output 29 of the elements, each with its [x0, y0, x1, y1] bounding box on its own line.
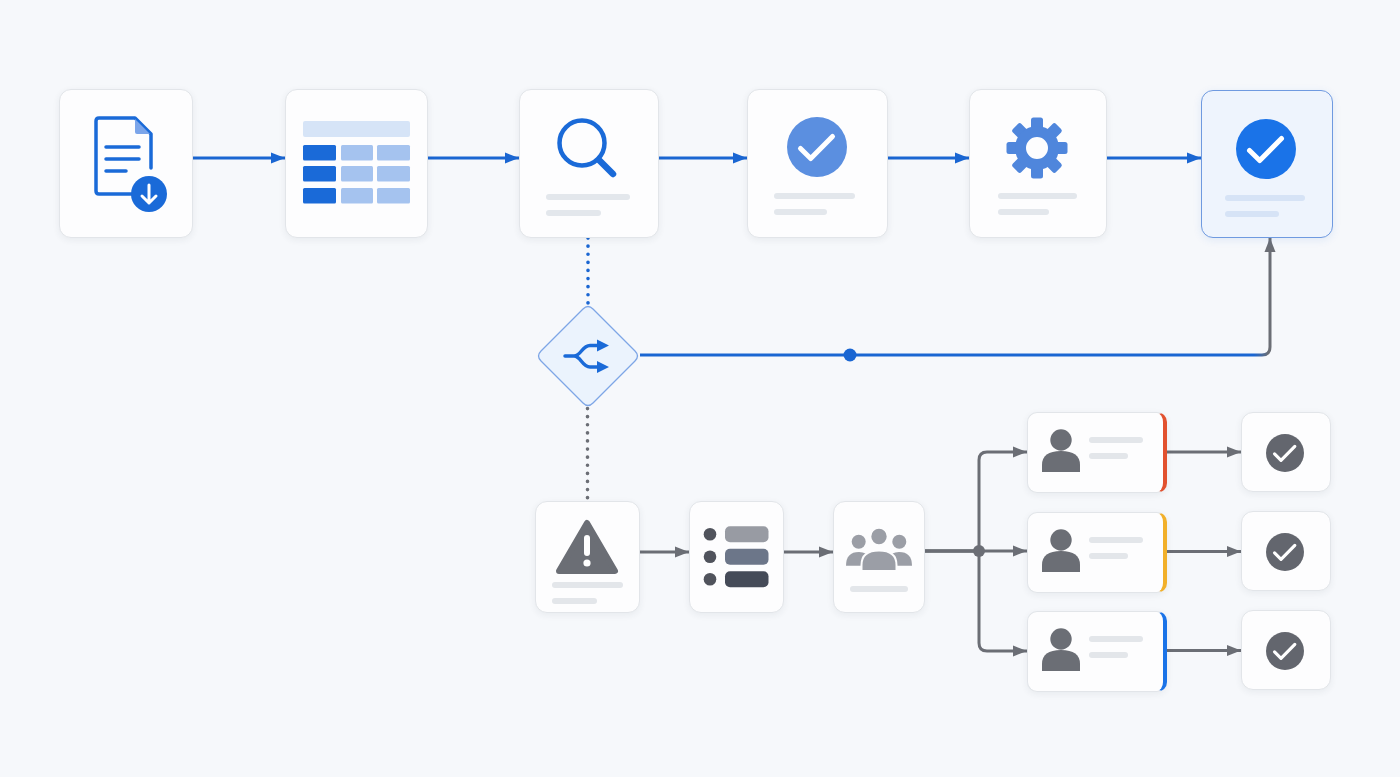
arrow [428, 152, 519, 164]
dotted-line [586, 236, 590, 305]
arrow [784, 546, 833, 558]
person-card [1027, 611, 1167, 692]
process-box [969, 89, 1107, 238]
arrow [925, 549, 1027, 657]
person-card [1027, 512, 1167, 593]
arrow [640, 238, 1276, 357]
result-box [1241, 511, 1331, 591]
process-box [1201, 90, 1333, 238]
arrow [888, 152, 969, 164]
arrow [1167, 546, 1241, 557]
result-box [1241, 610, 1331, 690]
process-box [519, 89, 659, 238]
process-box [535, 501, 640, 613]
arrow [1107, 152, 1201, 164]
result-box [1241, 412, 1331, 492]
process-box [59, 89, 193, 238]
process-box [833, 501, 925, 613]
process-box [285, 89, 428, 238]
arrow [659, 152, 747, 164]
arrow [1167, 645, 1241, 656]
process-box [747, 89, 888, 238]
arrow [1167, 446, 1241, 458]
process-box [689, 501, 784, 613]
arrow [193, 152, 285, 164]
person-card [1027, 412, 1167, 493]
decision-diamond [535, 303, 641, 409]
arrow [640, 546, 689, 558]
